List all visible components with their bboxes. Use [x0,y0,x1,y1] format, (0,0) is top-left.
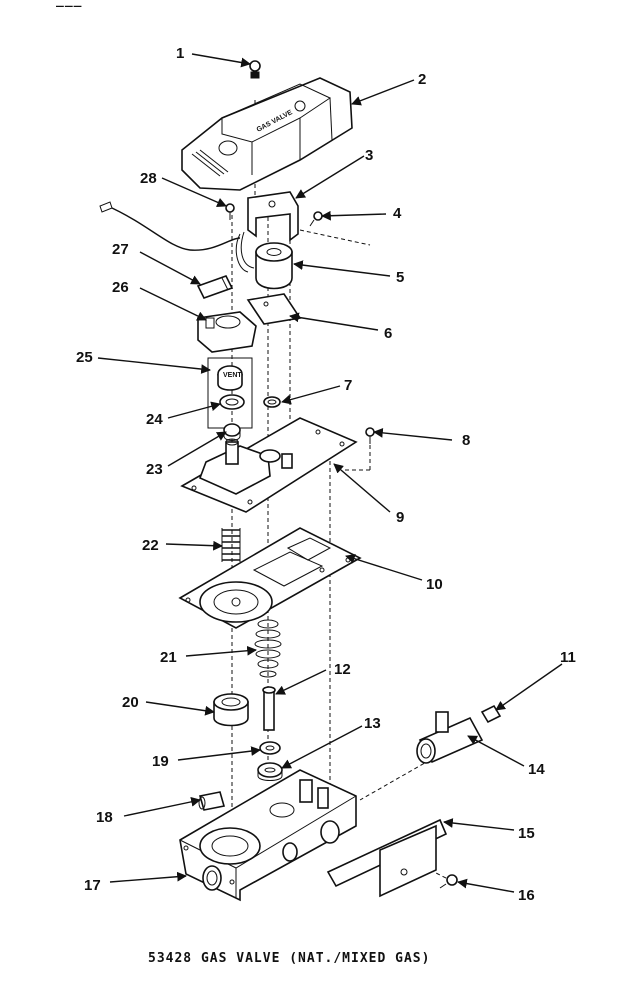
part-26-switch-block [197,311,257,353]
callout-19: 19 [152,753,169,770]
callout-20: 20 [122,694,139,711]
callout-22: 22 [142,537,159,554]
part-21-conical-spring [254,619,282,678]
part-12-stem [262,686,276,731]
part-10-diaphragm-plate [178,527,362,629]
callout-14: 14 [528,761,545,778]
callout-3: 3 [365,147,373,164]
part-14-inlet-fitting [416,711,484,764]
part-24-washer [219,394,245,410]
callout-21: 21 [160,649,177,666]
leader-lines [97,53,563,893]
callout-17: 17 [84,877,101,894]
part-23-plug [223,423,241,441]
part-6-plate [246,293,302,325]
vent-cap-text: VENT [223,372,242,379]
callout-6: 6 [384,325,392,342]
callout-1: 1 [176,45,184,62]
part-22-spring [221,528,241,562]
diagram-caption: 53428 GAS VALVE (NAT./MIXED GAS) [148,951,430,966]
callout-7: 7 [344,377,352,394]
part-13-nut [257,762,283,781]
part-25-vent-cap: VENT [217,365,243,391]
callout-24: 24 [146,411,163,428]
part-15-mounting-bracket [326,818,448,898]
part-3-bracket [247,191,299,242]
callout-15: 15 [518,825,535,842]
callout-4: 4 [393,205,402,222]
part-4-screw [309,211,323,227]
part-18-fitting [198,791,226,811]
callout-18: 18 [96,809,113,826]
callout-5: 5 [396,269,404,286]
callout-25: 25 [76,349,93,366]
callout-26: 26 [112,279,129,296]
callout-12: 12 [334,661,351,678]
part-27-connector [196,275,234,299]
part-17-valve-body [179,769,357,902]
callout-8: 8 [462,432,470,449]
callout-9: 9 [396,509,404,526]
part-28-screw [225,203,235,220]
callout-27: 27 [112,241,129,258]
top-cut-text: ___ [56,0,82,8]
callout-16: 16 [518,887,535,904]
part-19-washer [259,741,281,755]
cover-vent-slots [191,149,229,177]
part-25-vent-cap-assembly: VENT [207,357,253,429]
part-9-upper-body [180,417,358,513]
callout-numbers: 1 2 3 28 4 27 5 26 6 25 7 24 8 23 9 22 1… [76,45,576,904]
part-16-screw [439,874,458,889]
part-20-seal-cup [213,693,249,727]
callout-2: 2 [418,71,426,88]
callout-11: 11 [560,649,576,666]
callout-10: 10 [426,576,443,593]
part-8-screw [365,427,375,444]
part-7-o-ring [263,396,281,408]
part-5-solenoid-coil [255,242,293,290]
callout-28: 28 [140,170,157,187]
wire-harness [99,201,255,273]
callout-13: 13 [364,715,381,732]
callout-23: 23 [146,461,163,478]
part-1-screw [249,60,261,79]
part-2-gas-valve-cover: GAS VALVE [181,77,353,191]
